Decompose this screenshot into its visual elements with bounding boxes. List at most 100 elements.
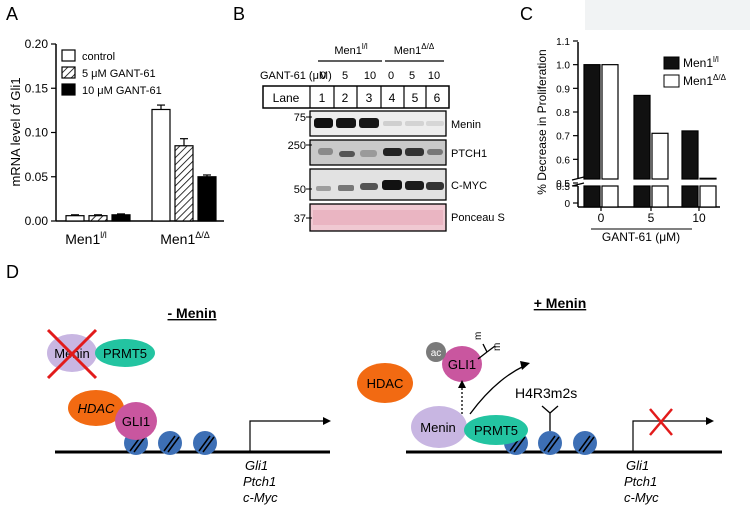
band	[426, 182, 444, 190]
curved-arrow-head	[520, 361, 530, 370]
lane-2: 2	[342, 91, 349, 105]
y-tick-label: 0.05	[25, 170, 49, 184]
left-gli1-label: GLI1	[122, 414, 150, 429]
panel-a: A mRNA level of Gli1 0.000.050.100.150.2…	[6, 4, 224, 247]
curved-arrow	[469, 365, 525, 415]
lane-5: 5	[412, 91, 419, 105]
mw-250: 250	[288, 140, 306, 152]
nucleosome	[158, 431, 182, 455]
axis-break-mark	[571, 182, 585, 187]
dose-2: 5	[342, 70, 348, 82]
bar	[174, 145, 194, 222]
right-gli1-shape	[442, 346, 482, 382]
right-cross-icon	[649, 408, 673, 436]
dose-1: 0	[320, 70, 326, 82]
ac-label: ac	[431, 348, 442, 359]
left-prmt5-label: PRMT5	[103, 346, 147, 361]
right-hdac-label: HDAC	[367, 376, 404, 391]
panel-b-blot-labels: Menin PTCH1 C-MYC Ponceau S	[451, 119, 505, 224]
panel-b-doses: 0 5 10 0 5 10	[320, 70, 440, 82]
panel-d-letter: D	[6, 262, 19, 282]
axis-break-mark	[571, 176, 585, 181]
blot-cmyc-frame	[309, 168, 447, 201]
panel-c-letter: C	[520, 4, 533, 24]
panel-a-group-1: Men1l/l	[65, 230, 107, 247]
y-tick-label: 0.20	[25, 37, 49, 51]
band	[383, 121, 402, 126]
dose-5: 5	[409, 70, 415, 82]
panel-a-group-2: Men1Δ/Δ	[160, 230, 210, 247]
band	[339, 151, 355, 157]
right-menin-label: Menin	[420, 420, 455, 435]
panel-c-yticks: 0.50.60.70.80.91.01.10.50	[556, 37, 578, 210]
legend-swatch-10um	[61, 83, 76, 96]
band	[405, 148, 424, 156]
panel-a-letter: A	[6, 4, 18, 24]
bar-upper	[699, 177, 717, 180]
panel-b-letter: B	[233, 4, 245, 24]
legend-label-10um: 10 μM GANT-61	[82, 85, 162, 97]
bar-lower	[583, 185, 601, 208]
panel-c-legend: Men1l/l Men1Δ/Δ	[663, 55, 727, 88]
methyl-label-1: m	[473, 332, 484, 340]
band	[318, 148, 333, 155]
panel-a-yticks: 0.000.050.100.150.20	[25, 37, 56, 228]
right-prmt5-shape	[464, 415, 528, 445]
bar	[88, 215, 108, 222]
y-tick-label: 0	[564, 199, 570, 210]
bar	[197, 176, 217, 222]
y-tick-label: 0.8	[556, 108, 570, 119]
panel-c-xlabel: GANT-61 (μM)	[602, 230, 680, 244]
panel-c-axis-break	[571, 176, 585, 187]
left-prmt5-shape	[95, 339, 155, 367]
bar	[151, 108, 171, 222]
y-tick-label: 0.5	[556, 182, 570, 193]
y-tick-label: 1.1	[556, 37, 570, 48]
legend-label-control: control	[82, 51, 115, 63]
blot-ponceau	[309, 203, 447, 232]
y-tick-label: 0.10	[25, 126, 49, 140]
right-gene-cmyc: c-Myc	[624, 490, 659, 505]
left-gene-cmyc: c-Myc	[243, 490, 278, 505]
lane-header: Lane	[273, 91, 300, 105]
left-cross-icon	[46, 328, 98, 380]
y-tick-label: 0.15	[25, 81, 49, 95]
bar-lower	[651, 185, 669, 208]
bar-lower	[681, 185, 699, 208]
bar-lower	[633, 185, 651, 208]
panel-d: D - Menin Menin PRMT5 HDAC GLI1 Gli1 Ptc…	[6, 262, 722, 505]
corner-shade	[585, 0, 750, 30]
ponceau-stain	[313, 210, 443, 225]
blot-cmyc	[309, 168, 447, 201]
left-gene-ptch1: Ptch1	[243, 474, 276, 489]
bar-upper	[633, 94, 651, 180]
bar	[111, 214, 131, 222]
left-gli1-shape	[115, 402, 157, 440]
bar-upper	[651, 132, 669, 180]
band	[427, 149, 443, 155]
legend-swatch-deltadelta	[663, 74, 680, 88]
panel-b-lane-table: Lane 1 2 3 4 5 6	[262, 85, 450, 109]
band	[360, 183, 378, 190]
panel-c: C % Decrease in Proliferation 0.50.60.70…	[520, 4, 727, 244]
right-prmt5-label: PRMT5	[474, 423, 518, 438]
panel-b-geno-2: Men1Δ/Δ	[394, 42, 435, 57]
bar	[65, 215, 85, 222]
band	[338, 185, 354, 191]
blot-ptch1	[309, 139, 447, 166]
bar-upper	[601, 64, 619, 180]
blot-menin	[309, 110, 447, 137]
blot-label-cmyc: C-MYC	[451, 180, 487, 192]
ac-shape	[426, 342, 446, 362]
x-tick-label: 10	[692, 211, 706, 225]
h4-mark-icon	[541, 405, 559, 431]
mw-50: 50	[294, 184, 306, 196]
mw-37: 37	[294, 213, 306, 225]
panel-b: B Men1l/l Men1Δ/Δ GANT-61 (μM) 0 5 10 0 …	[233, 4, 505, 232]
band	[316, 186, 331, 191]
panel-b-geno-1: Men1l/l	[334, 42, 368, 57]
left-hdac-shape	[68, 390, 124, 426]
bar-upper	[583, 64, 601, 180]
